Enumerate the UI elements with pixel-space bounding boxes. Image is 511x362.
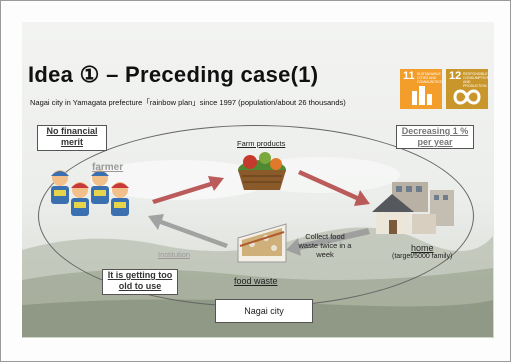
slide-title: Idea ① – Preceding case(1)	[28, 62, 319, 87]
home-label: home	[411, 243, 434, 253]
callout-getting-old: It is getting too old to use	[102, 269, 178, 295]
sdg-11-text: SUSTAINABLE CITIES AND COMMUNITIES	[417, 72, 442, 84]
infinity-icon	[453, 89, 481, 105]
callout-decreasing: Decreasing 1 % per year	[396, 125, 474, 149]
food-waste-label: food waste	[234, 276, 278, 286]
sdg-11-number: 11	[403, 70, 415, 82]
sdg-12-badge: 12 RESPONSIBLE CONSUMPTION AND PRODUCTIO…	[446, 69, 490, 109]
city-icon	[412, 86, 432, 105]
food-waste-icon	[237, 223, 287, 263]
collect-label: Collect food waste twice in a week	[298, 232, 352, 259]
callout-no-financial-merit: No financial merit	[37, 125, 107, 151]
institution-label: Institution	[158, 250, 191, 259]
sdg-12-number: 12	[449, 70, 462, 82]
page-number: 18	[463, 306, 469, 312]
callout-nagai-city: Nagai city	[215, 299, 313, 323]
vegetable-basket-icon	[238, 152, 286, 190]
farmer-icon	[51, 170, 129, 216]
home-icon	[372, 182, 454, 234]
farmer-label: farmer	[92, 162, 124, 173]
sdg-11-badge: 11 SUSTAINABLE CITIES AND COMMUNITIES	[400, 69, 442, 109]
arrow-icon	[148, 170, 370, 256]
farm-products-label: Farm products	[237, 139, 286, 148]
sdg-12-text: RESPONSIBLE CONSUMPTION AND PRODUCTION	[463, 72, 490, 88]
slide-subtitle: Nagai city in Yamagata prefecture「rainbo…	[30, 98, 346, 107]
home-sub-label: (target/5000 family)	[392, 253, 453, 260]
